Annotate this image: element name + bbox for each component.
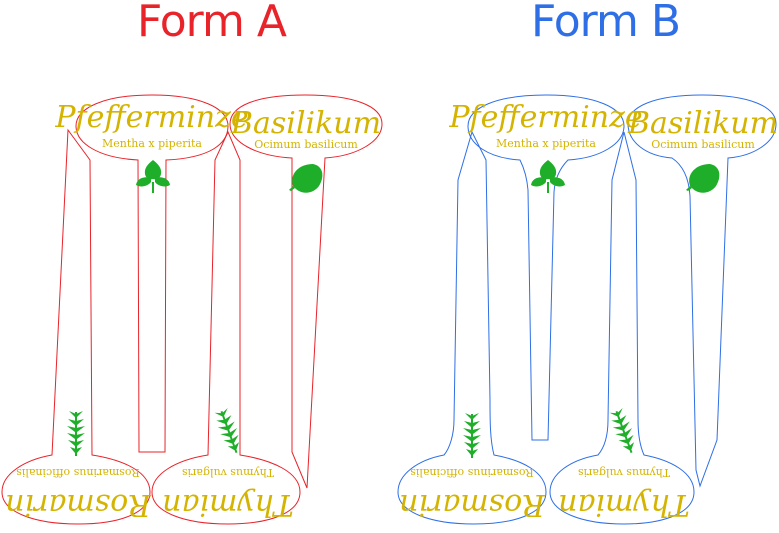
form-b-thymian-outline [549,131,695,525]
form-b-pfefferminze-latin: Mentha x piperita [496,137,596,150]
mint-leaf-icon [531,160,565,193]
form-b-thymian-name: Thymian [558,487,690,522]
form-b-rosmarin-latin: Rosmarinus officinalis [410,466,534,479]
rosemary-sprig-icon [67,411,85,456]
form-b-pfefferminze-name: Pfefferminze [448,100,642,135]
form-a-rosmarin-outline [1,128,151,525]
form-b-rosmarin-name: Rosmarin [399,487,546,522]
form-b-rosmarin-outline [397,130,547,525]
rosemary-sprig-icon [463,413,481,458]
form-b: Pfefferminze Mentha x piperita Basilikum… [397,94,778,525]
form-a-pfefferminze-name: Pfefferminze [54,100,248,135]
form-a-title: Form A [137,0,287,47]
form-a-rosmarin-latin: Rosmarinus officinalis [16,466,140,479]
form-a-cut-outlines [1,94,383,525]
form-b-basilikum-name: Basilikum [627,106,778,141]
thyme-sprig-icon [607,407,640,456]
form-a-basilikum-latin: Ocimum basilicum [254,138,358,151]
form-a-thymian-outline [151,130,301,525]
form-a: Pfefferminze Mentha x piperita Basilikum… [1,94,383,525]
form-b-basilikum-latin: Ocimum basilicum [651,138,755,151]
form-a-thymian-name: Thymian [162,487,294,522]
mint-leaf-icon [136,160,170,193]
form-b-cut-outlines [397,94,777,525]
basil-leaf-icon [289,164,323,193]
form-b-title: Form B [531,0,681,47]
form-b-basilikum-outline [627,94,777,488]
form-a-pfefferminze-outline [75,94,229,453]
form-a-rosmarin-name: Rosmarin [5,487,152,522]
basil-leaf-icon [686,164,720,193]
form-a-basilikum-outline [229,94,383,489]
form-b-pfefferminze-outline [467,94,625,441]
form-b-thymian-latin: Thymus vulgaris [578,466,670,479]
form-a-basilikum-name: Basilikum [230,106,381,141]
form-a-pfefferminze-latin: Mentha x piperita [102,137,202,150]
form-a-thymian-latin: Thymus vulgaris [182,466,274,479]
